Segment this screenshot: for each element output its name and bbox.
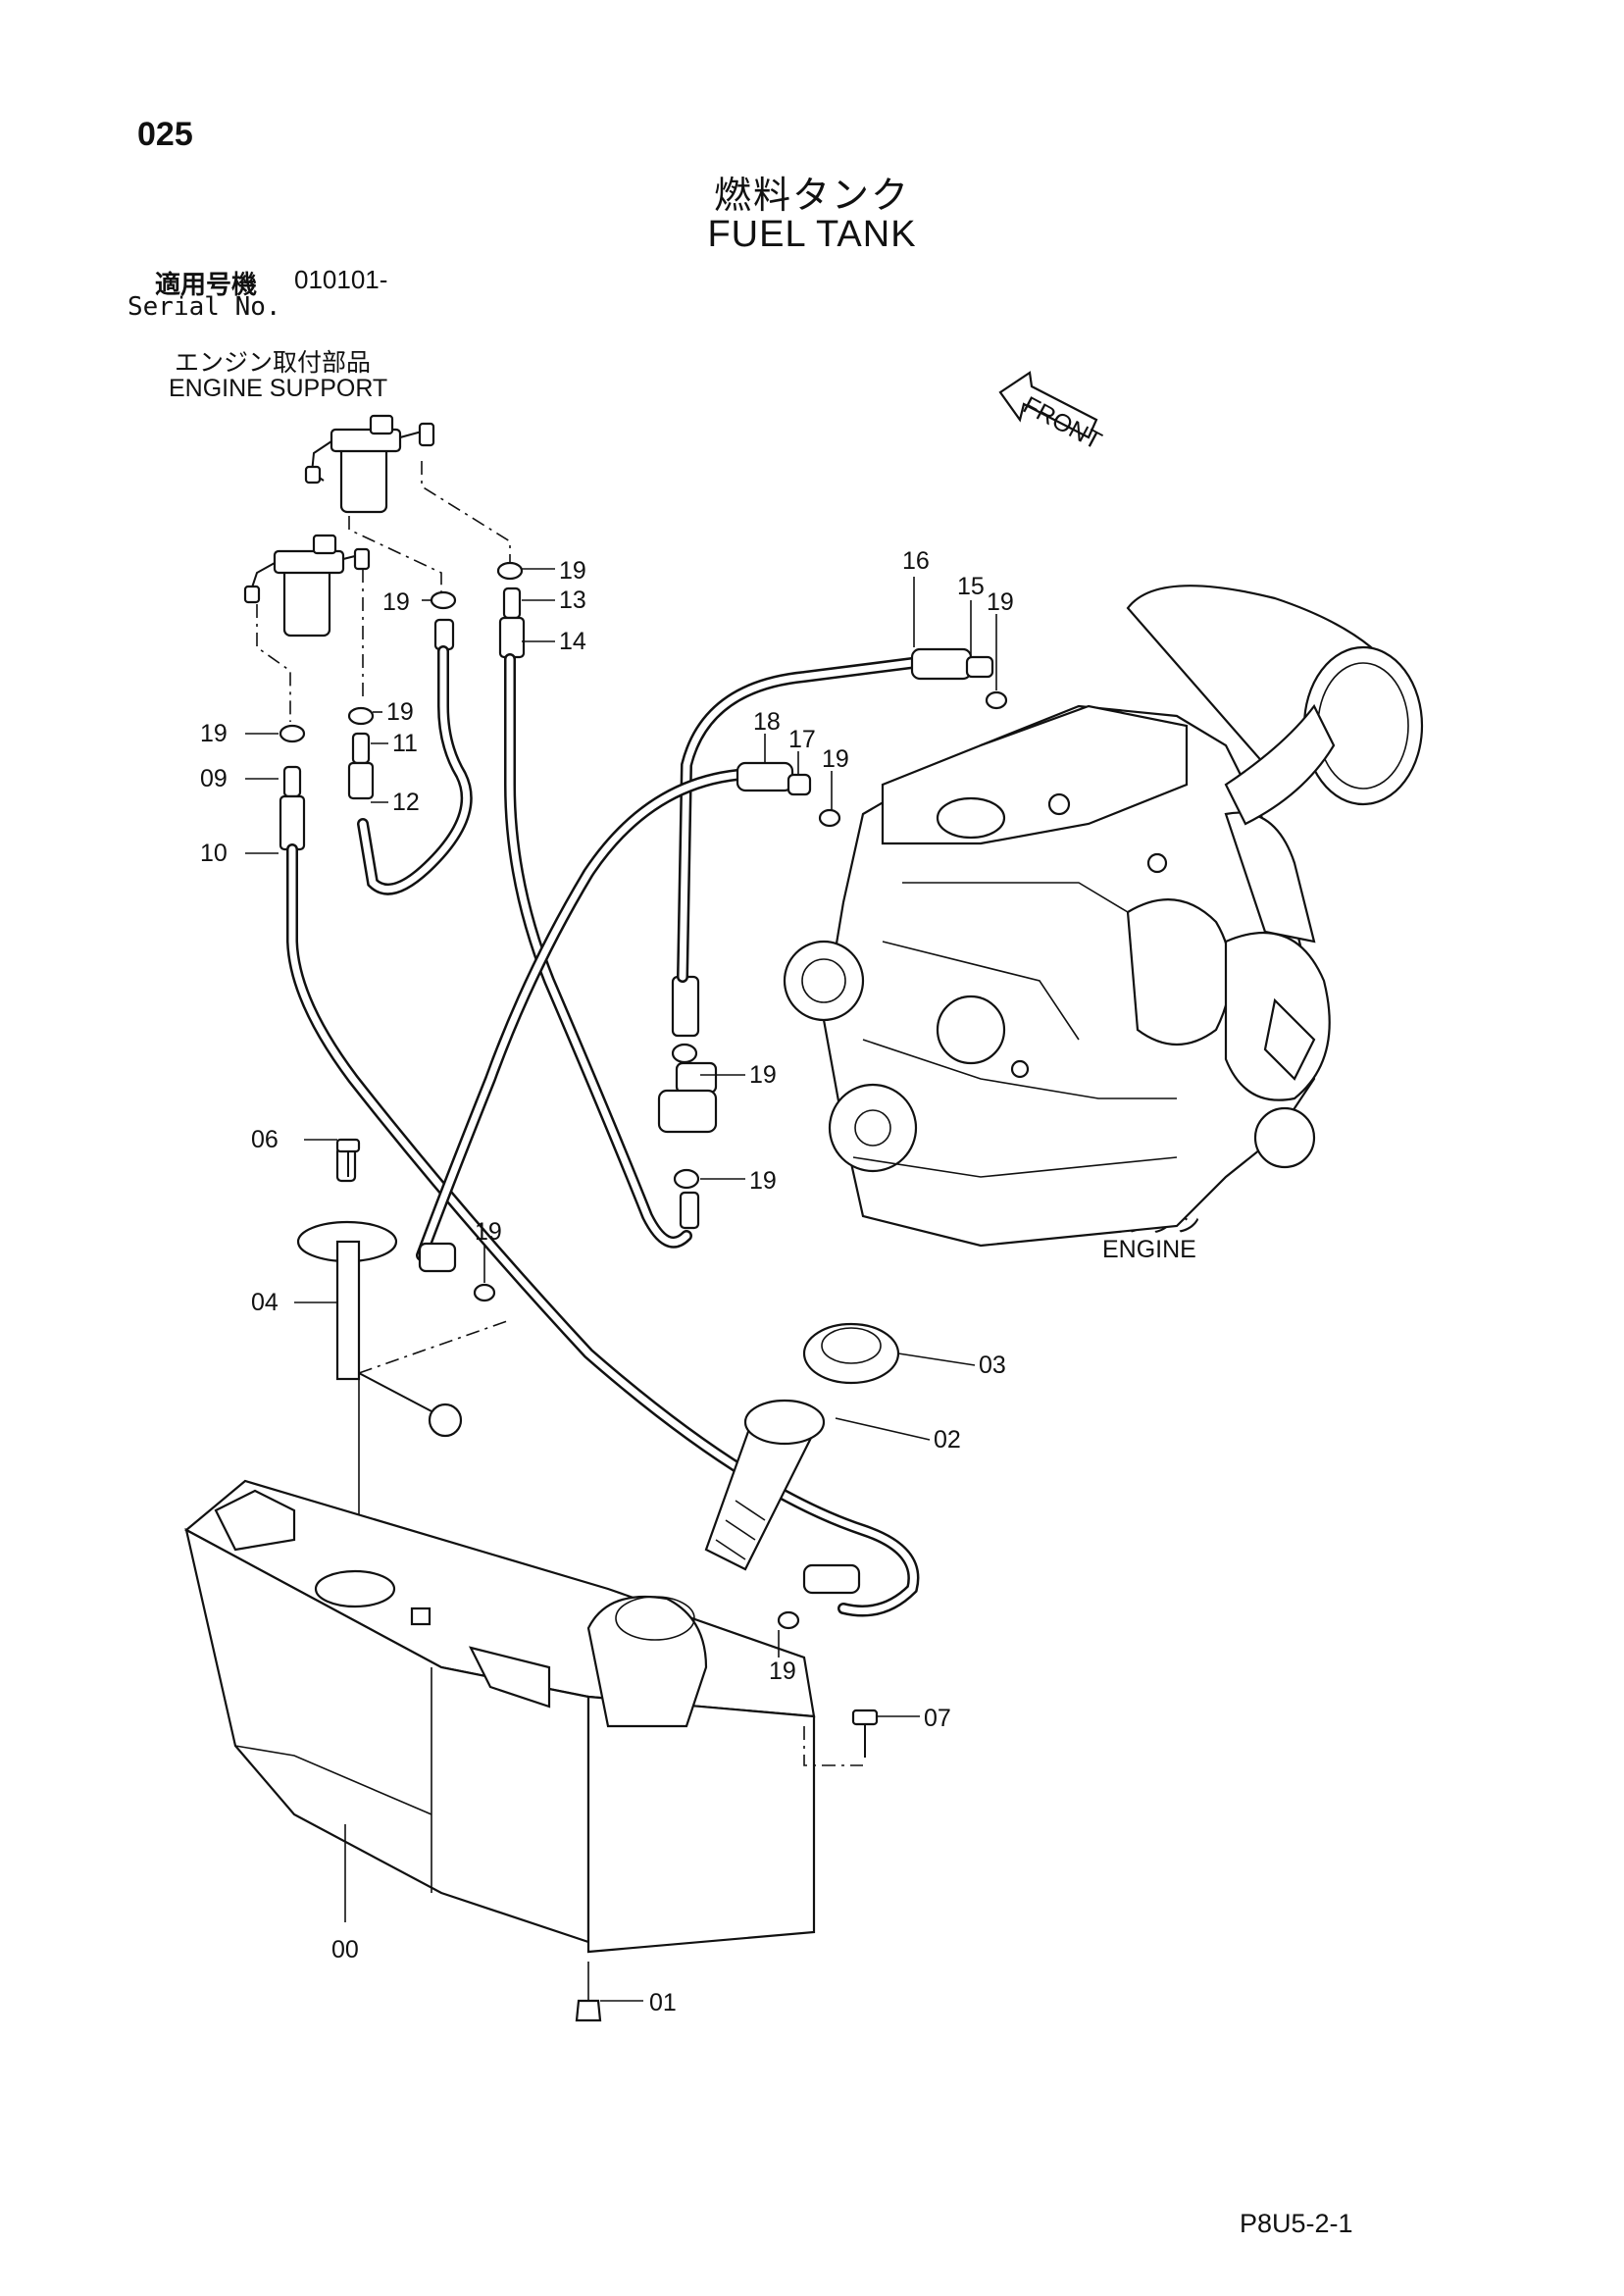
- callout-18: 18: [753, 708, 781, 736]
- engine-support-label-japanese: エンジン取付部品: [175, 348, 372, 377]
- callout-07: 07: [924, 1705, 951, 1732]
- fuel-filler-strainer: [704, 1399, 826, 1571]
- callout-19: 19: [382, 588, 410, 616]
- title-english: FUEL TANK: [707, 214, 917, 255]
- hose-connector-tank-right: [802, 1563, 861, 1595]
- callout-19: 19: [200, 720, 228, 747]
- callout-16: 16: [902, 547, 930, 575]
- lower-fuel-filter: [243, 534, 371, 638]
- callout-19: 19: [475, 1218, 502, 1246]
- callout-19: 19: [386, 698, 414, 726]
- engine-support-label-english: ENGINE SUPPORT: [169, 375, 388, 402]
- hose-connector-16: [910, 647, 973, 681]
- upper-fuel-filter: [304, 414, 435, 514]
- hose-connector-tank-left: [418, 1242, 457, 1273]
- engine-assembly: [783, 585, 1424, 1248]
- callout-14: 14: [559, 628, 586, 655]
- callout-06: 06: [251, 1126, 279, 1153]
- clamp-parts: [279, 561, 718, 1230]
- front-arrow-icon: FRONT: [998, 371, 1106, 455]
- hose-connector-17: [787, 773, 812, 796]
- callout-11: 11: [392, 730, 418, 757]
- callout-13: 13: [559, 587, 586, 614]
- callout-17: 17: [788, 726, 816, 753]
- callout-19: 19: [987, 588, 1014, 616]
- footer-code: P8U5-2-1: [1240, 2209, 1353, 2238]
- callout-04: 04: [251, 1289, 279, 1316]
- hose-connector-15: [965, 655, 994, 679]
- hose-connector-18: [736, 761, 794, 792]
- callout-02: 02: [934, 1426, 961, 1454]
- fuel-cap: [802, 1322, 900, 1385]
- callout-leaders: [245, 568, 997, 2002]
- callout-19: 19: [559, 557, 586, 585]
- callout-03: 03: [979, 1352, 1006, 1379]
- serial-label-japanese: 適用号機: [155, 271, 258, 300]
- callout-09: 09: [200, 765, 228, 792]
- callout-19: 19: [749, 1167, 777, 1195]
- engine-label-english: ENGINE: [1102, 1236, 1196, 1263]
- serial-label-english: Serial No.: [127, 292, 281, 322]
- callout-00: 00: [331, 1936, 359, 1964]
- fuel-gauge-sender: [296, 1146, 511, 1550]
- bolt-07: [851, 1709, 879, 1758]
- callout-10: 10: [200, 840, 228, 867]
- callout-19: 19: [769, 1658, 796, 1685]
- callout-19: 19: [822, 745, 849, 773]
- page-number: 025: [137, 116, 193, 153]
- title-japanese: 燃料タンク: [713, 174, 910, 217]
- bolt-06: [335, 1138, 361, 1177]
- fuel-hoses: [286, 645, 920, 1617]
- callout-15: 15: [957, 573, 985, 600]
- serial-value: 010101-: [294, 265, 388, 294]
- callout-19: 19: [749, 1061, 777, 1089]
- callout-labels: 19 13 14 19 19 11 12 19 09 10 16 15 19 1…: [200, 547, 1014, 2016]
- front-label: FRONT: [1019, 391, 1106, 455]
- callout-12: 12: [392, 789, 420, 816]
- callout-01: 01: [649, 1989, 677, 2016]
- fuel-tank: [184, 1479, 863, 2022]
